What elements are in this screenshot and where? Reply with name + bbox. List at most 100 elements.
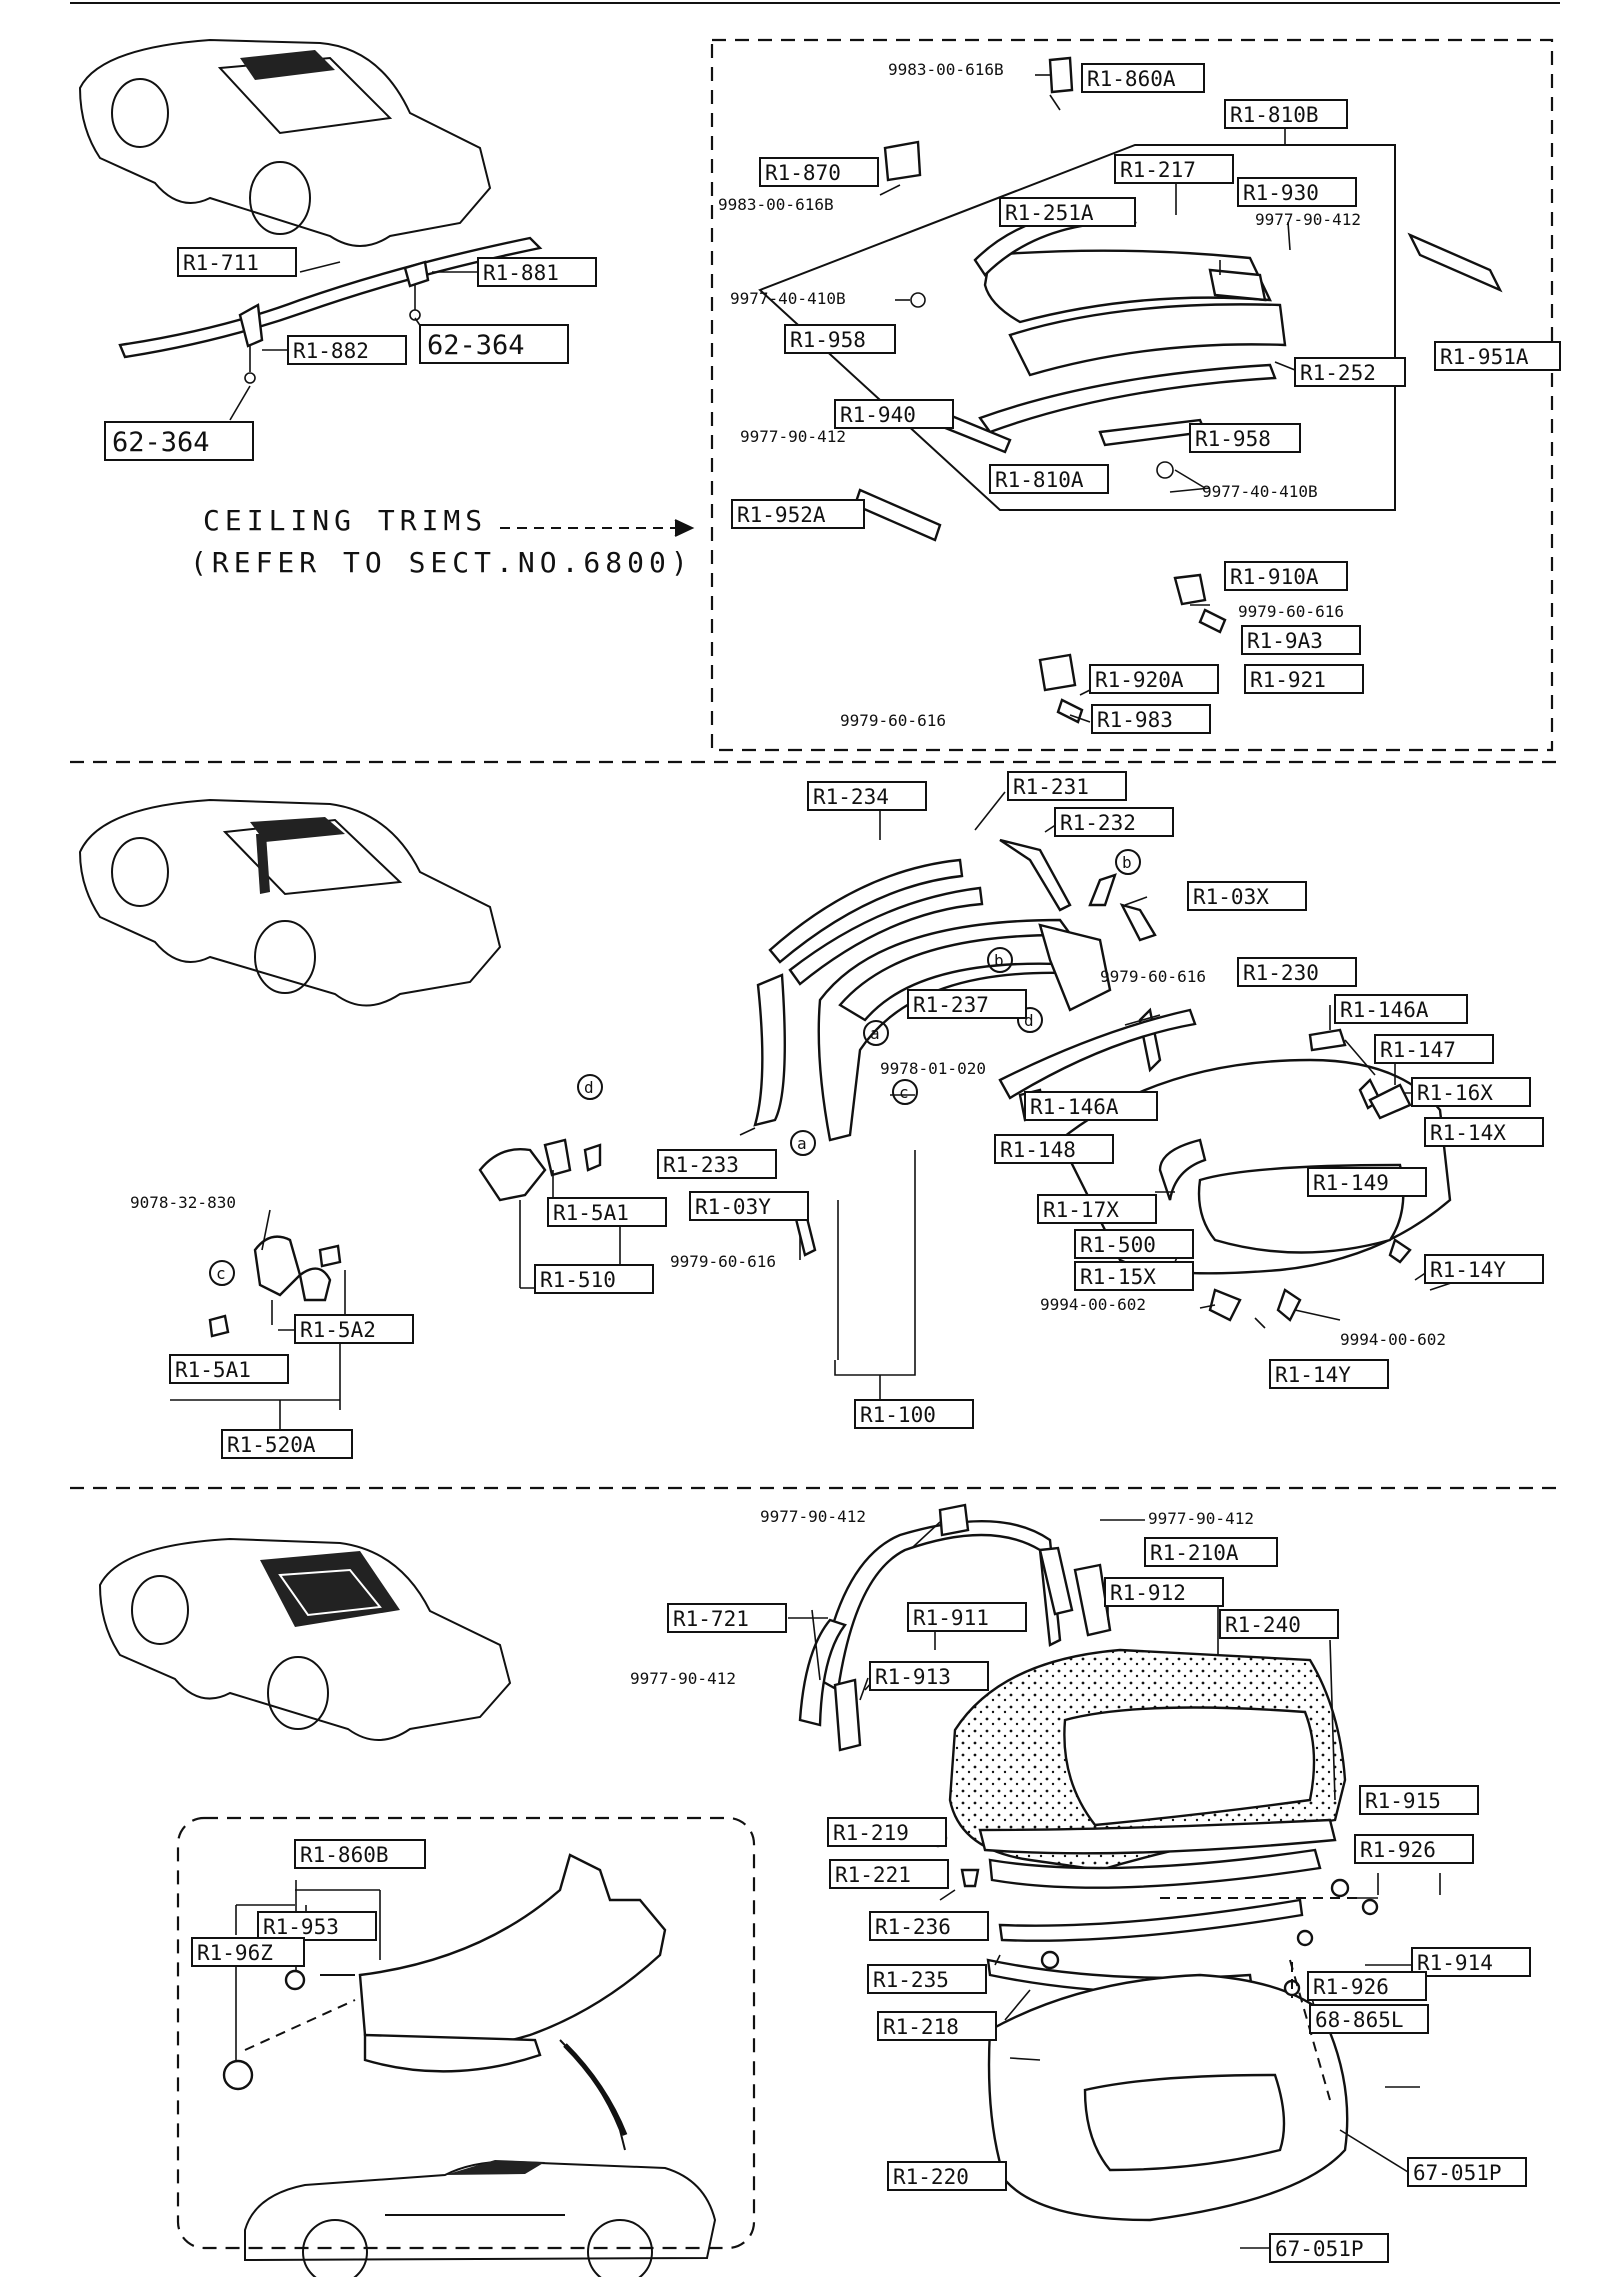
label-r1-14y: R1-14Y xyxy=(1430,1258,1506,1282)
label-9979-60-616: 9979-60-616 xyxy=(1100,967,1206,986)
callout-d: d xyxy=(584,1078,594,1097)
callout-b: b xyxy=(1122,853,1132,872)
label-r1-218: R1-218 xyxy=(883,2015,959,2039)
label-r1-210a: R1-210A xyxy=(1150,1541,1239,1565)
label-9983-00-616b: 9983-00-616B xyxy=(718,195,834,214)
label-r1-240: R1-240 xyxy=(1225,1613,1301,1637)
label-9977-40-410b: 9977-40-410B xyxy=(730,289,846,308)
label-r1-233: R1-233 xyxy=(663,1153,739,1177)
label-r1-5a1: R1-5A1 xyxy=(553,1201,629,1225)
label-9977-90-412: 9977-90-412 xyxy=(760,1507,866,1526)
label-r1-920a: R1-920A xyxy=(1095,668,1184,692)
label-9977-90-412: 9977-90-412 xyxy=(740,427,846,446)
label-r1-9a3: R1-9A3 xyxy=(1247,629,1323,653)
label-r1-15x: R1-15X xyxy=(1080,1265,1156,1289)
label-r1-810a: R1-810A xyxy=(995,468,1084,492)
label-r1-251a: R1-251A xyxy=(1005,201,1094,225)
label-r1-711: R1-711 xyxy=(183,251,259,275)
label-9979-60-616: 9979-60-616 xyxy=(840,711,946,730)
label-r1-930: R1-930 xyxy=(1243,181,1319,205)
label-r1-16x: R1-16X xyxy=(1417,1081,1493,1105)
car-targa-icon xyxy=(78,798,502,1007)
tonneau-cover xyxy=(222,1853,667,2151)
label-r1-983: R1-983 xyxy=(1097,708,1173,732)
label-r1-237: R1-237 xyxy=(913,993,989,1017)
hardtop-group-frame xyxy=(710,38,1554,752)
car-hardtop-icon xyxy=(78,38,492,247)
label-r1-03y: R1-03Y xyxy=(695,1195,771,1219)
label-68-865l: 68-865L xyxy=(1315,2008,1404,2032)
label-r1-882: R1-882 xyxy=(293,339,369,363)
label-62-364: 62-364 xyxy=(112,427,210,458)
label-r1-870: R1-870 xyxy=(765,161,841,185)
softtop-assembly xyxy=(788,1503,1441,2249)
label-r1-219: R1-219 xyxy=(833,1821,909,1845)
hardtop-panel xyxy=(758,56,1503,724)
part-labels: R1-711 R1-881 R1-882 62-364 62-364 9983-… xyxy=(104,60,1561,2263)
label-r1-234: R1-234 xyxy=(813,785,889,809)
ceiling-trims-reference: (REFER TO SECT.NO.6800) xyxy=(190,546,693,579)
label-r1-910a: R1-910A xyxy=(1230,565,1319,589)
label-9977-90-412: 9977-90-412 xyxy=(630,1669,736,1688)
label-r1-721: R1-721 xyxy=(673,1607,749,1631)
label-r1-146a: R1-146A xyxy=(1030,1095,1119,1119)
label-9979-60-616: 9979-60-616 xyxy=(670,1252,776,1271)
callout-a: a xyxy=(870,1024,880,1043)
label-r1-952a: R1-952A xyxy=(737,503,826,527)
label-9979-60-616: 9979-60-616 xyxy=(1238,602,1344,621)
label-r1-17x: R1-17X xyxy=(1043,1198,1119,1222)
ceiling-trims-title: CEILING TRIMS xyxy=(203,504,487,537)
label-r1-146a: R1-146A xyxy=(1340,998,1429,1022)
label-r1-940: R1-940 xyxy=(840,403,916,427)
callout-circles: b b d a c d a c xyxy=(209,849,1141,1286)
label-r1-926: R1-926 xyxy=(1313,1975,1389,1999)
label-r1-252: R1-252 xyxy=(1300,361,1376,385)
label-r1-958: R1-958 xyxy=(1195,427,1271,451)
label-9078-32-830: 9078-32-830 xyxy=(130,1193,236,1212)
label-r1-147: R1-147 xyxy=(1380,1038,1456,1062)
car-softtop-icon xyxy=(98,1537,512,1741)
label-r1-231: R1-231 xyxy=(1013,775,1089,799)
label-9994-00-602: 9994-00-602 xyxy=(1340,1330,1446,1349)
label-r1-100: R1-100 xyxy=(860,1403,936,1427)
label-r1-14y: R1-14Y xyxy=(1275,1363,1351,1387)
label-67-051p: 67-051P xyxy=(1413,2161,1502,2185)
targa-roof-assembly xyxy=(170,791,1461,1430)
label-r1-810b: R1-810B xyxy=(1230,103,1319,127)
label-r1-520a: R1-520A xyxy=(227,1433,316,1457)
callout-b: b xyxy=(994,951,1004,970)
label-r1-232: R1-232 xyxy=(1060,811,1136,835)
label-r1-913: R1-913 xyxy=(875,1665,951,1689)
label-r1-236: R1-236 xyxy=(875,1915,951,1939)
roof-rail-assembly xyxy=(118,236,543,421)
label-r1-148: R1-148 xyxy=(1000,1138,1076,1162)
callout-c: c xyxy=(216,1264,226,1283)
label-r1-220: R1-220 xyxy=(893,2165,969,2189)
tonneau-detail-frame xyxy=(176,1816,756,2250)
label-62-364: 62-364 xyxy=(427,330,525,361)
label-9977-90-412: 9977-90-412 xyxy=(1255,210,1361,229)
label-r1-911: R1-911 xyxy=(913,1606,989,1630)
label-r1-510: R1-510 xyxy=(540,1268,616,1292)
label-r1-96z: R1-96Z xyxy=(197,1941,273,1965)
label-r1-915: R1-915 xyxy=(1365,1789,1441,1813)
label-9994-00-602: 9994-00-602 xyxy=(1040,1295,1146,1314)
label-r1-149: R1-149 xyxy=(1313,1171,1389,1195)
label-r1-914: R1-914 xyxy=(1417,1951,1493,1975)
callout-d: d xyxy=(1024,1011,1034,1030)
label-r1-881: R1-881 xyxy=(483,261,559,285)
label-r1-5a2: R1-5A2 xyxy=(300,1318,376,1342)
label-r1-860a: R1-860A xyxy=(1087,67,1176,91)
label-r1-860b: R1-860B xyxy=(300,1843,389,1867)
label-r1-221: R1-221 xyxy=(835,1863,911,1887)
label-r1-500: R1-500 xyxy=(1080,1233,1156,1257)
label-r1-235: R1-235 xyxy=(873,1968,949,1992)
label-9978-01-020: 9978-01-020 xyxy=(880,1059,986,1078)
label-r1-5a1: R1-5A1 xyxy=(175,1358,251,1382)
label-r1-217: R1-217 xyxy=(1120,158,1196,182)
label-r1-03x: R1-03X xyxy=(1193,885,1269,909)
label-r1-912: R1-912 xyxy=(1110,1581,1186,1605)
ceiling-trims-note: CEILING TRIMS (REFER TO SECT.NO.6800) xyxy=(190,504,695,579)
callout-a: a xyxy=(797,1134,807,1153)
